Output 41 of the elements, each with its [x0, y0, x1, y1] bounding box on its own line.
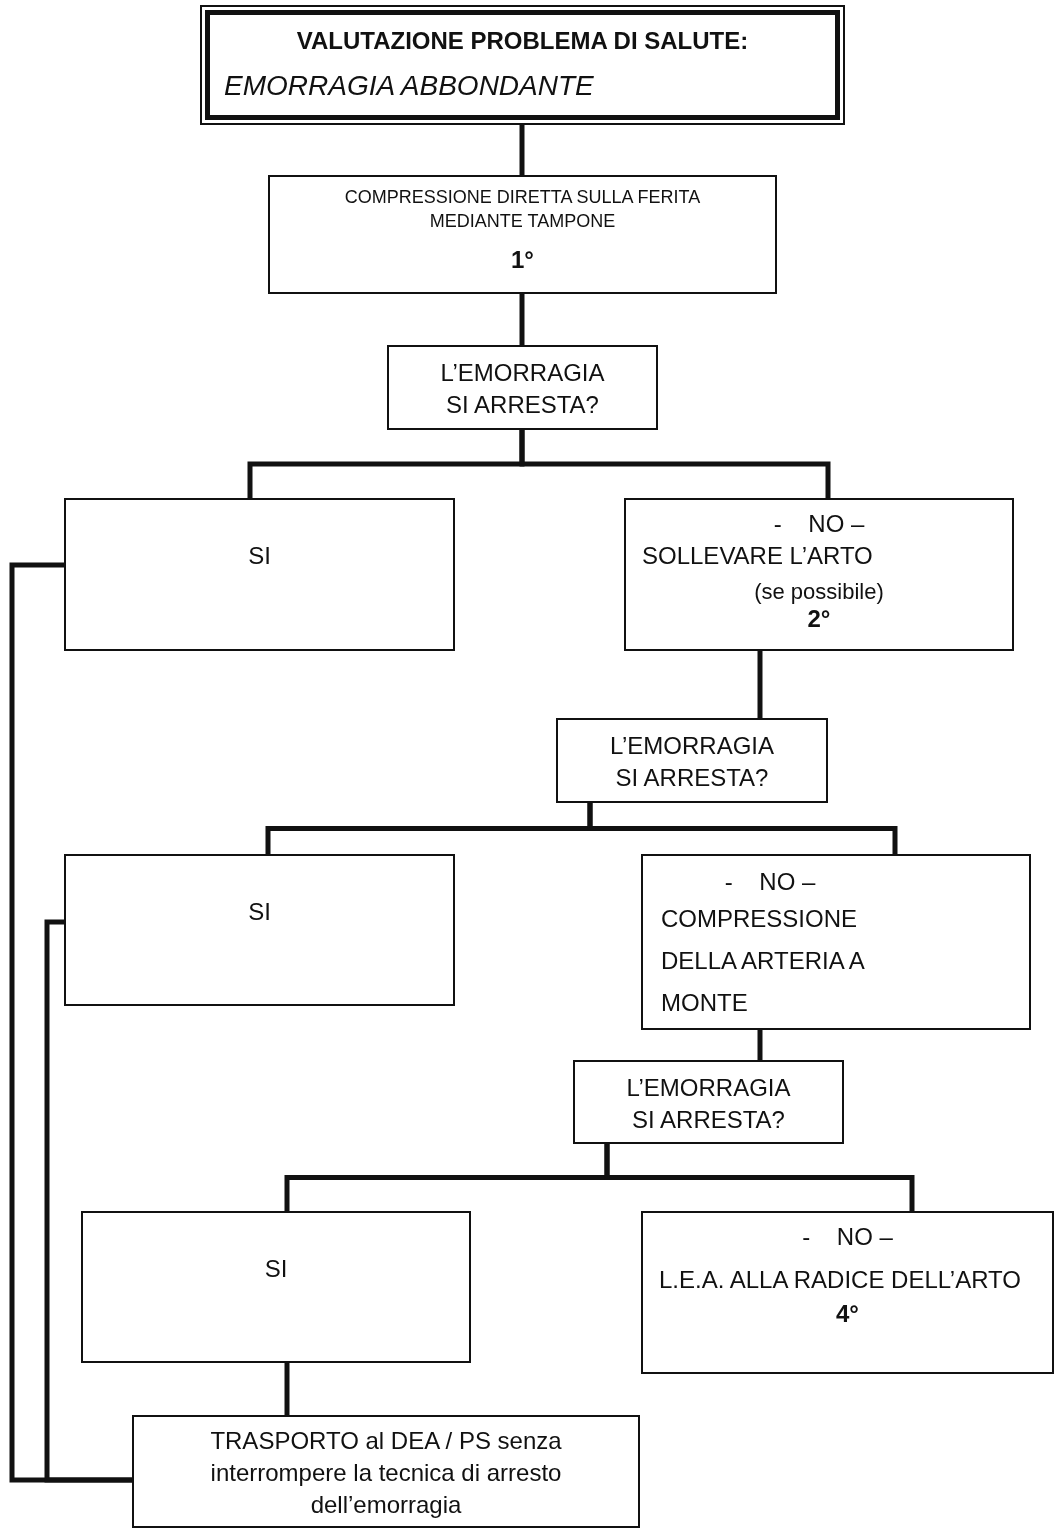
process-box [132, 1415, 640, 1528]
node-text: L.E.A. ALLA RADICE DELL’ARTO [659, 1265, 1022, 1296]
connector-line [44, 919, 132, 1483]
connector-line [604, 1144, 915, 1211]
node-text: SI [247, 541, 272, 571]
node-text: TRASPORTO al DEA / PS senza interrompere la tecnica di arresto dell’emorragia [209, 1426, 563, 1520]
connector-line [519, 125, 525, 175]
node-text: 4° [835, 1299, 860, 1329]
connector-line [757, 651, 763, 718]
node-text: L’EMORRAGIA SI ARRESTA? [608, 731, 775, 794]
title-text: VALUTAZIONE PROBLEMA DI SALUTE: [295, 25, 750, 56]
node-text: SI [263, 1254, 289, 1284]
node-text: COMPRESSIONE DELLA ARTERIA A MONTE [661, 904, 865, 1019]
node-text: SI [247, 897, 272, 927]
process-box [64, 498, 455, 651]
node-text: SOLLEVARE L’ARTO [642, 541, 874, 572]
node-text: 1° [510, 244, 535, 275]
node-text: - NO – [801, 1222, 894, 1252]
process-box [641, 1211, 1054, 1374]
connector-line [519, 430, 831, 498]
decision-box [573, 1060, 844, 1144]
title-box [200, 5, 845, 125]
process-box [81, 1211, 471, 1363]
decision-box [387, 345, 658, 430]
process-box [268, 175, 777, 294]
node-text: - NO – [723, 867, 817, 897]
node-text: - NO – [772, 509, 866, 539]
process-box [624, 498, 1014, 651]
connector-line [757, 1030, 763, 1060]
node-text: EMORRAGIA ABBONDANTE [224, 69, 595, 104]
node-text: 2° [806, 606, 832, 633]
node-text: (se possibile) [753, 577, 885, 606]
node-text: COMPRESSIONE DIRETTA SULLA FERITA MEDIANTE TAMPONE [343, 186, 702, 234]
connector-line [587, 803, 898, 854]
decision-box [556, 718, 828, 803]
connector-line [519, 294, 525, 345]
node-text: L’EMORRAGIA SI ARRESTA? [625, 1073, 792, 1136]
connector-line [284, 1363, 290, 1415]
process-box [64, 854, 455, 1006]
process-box [641, 854, 1031, 1030]
node-text: L’EMORRAGIA SI ARRESTA? [439, 358, 606, 421]
